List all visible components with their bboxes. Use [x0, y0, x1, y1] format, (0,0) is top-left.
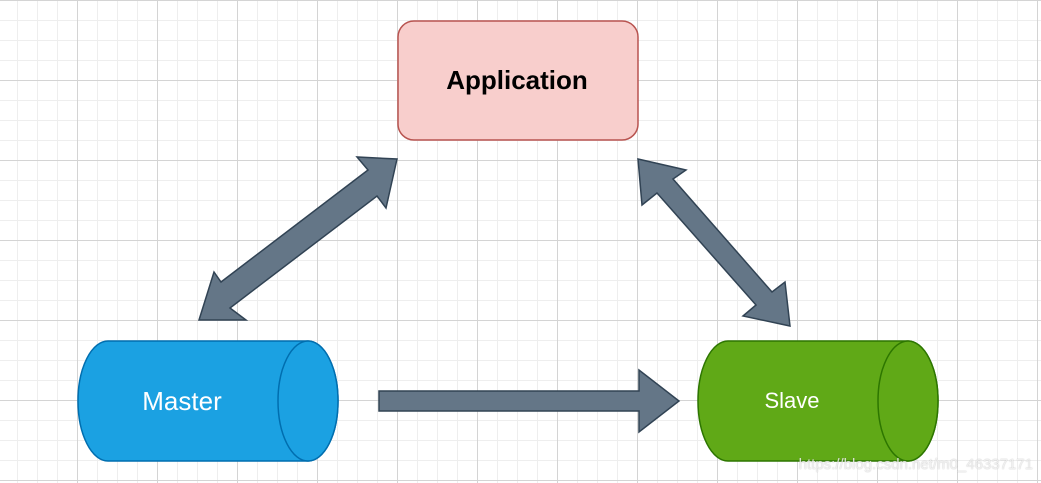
application-label: Application: [446, 65, 588, 95]
master-node[interactable]: Master: [77, 340, 339, 462]
slave-application-double-arrow[interactable]: [637, 158, 791, 327]
watermark-text: https://blog.csdn.net/m0_46337171: [798, 456, 1033, 473]
slave-node[interactable]: Slave: [697, 340, 939, 462]
slave-label: Slave: [764, 388, 819, 413]
slave-cylinder-end: [877, 340, 939, 462]
master-application-double-arrow[interactable]: [197, 156, 398, 321]
application-node[interactable]: Application: [397, 20, 639, 141]
master-cylinder-end: [277, 340, 339, 462]
master-label: Master: [142, 386, 222, 416]
master-slave-arrow[interactable]: [378, 368, 681, 434]
application-box: [397, 20, 639, 141]
